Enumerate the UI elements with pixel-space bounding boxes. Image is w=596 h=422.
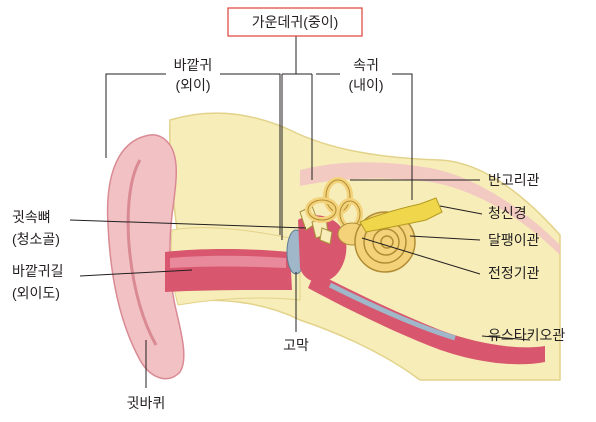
- vestibule-label: 전정기관: [488, 265, 540, 281]
- auricle-label: 귓바퀴: [127, 395, 166, 411]
- outer-ear-label-line1: 바깥귀: [174, 57, 213, 73]
- eardrum-label: 고막: [283, 337, 309, 353]
- semicircular-canals-label: 반고리관: [488, 172, 540, 188]
- eustachian-tube-label: 유스타키오관: [488, 327, 565, 343]
- ear-canal-highlight: [170, 256, 286, 268]
- middle-ear-label: 가운데귀(중이): [252, 14, 339, 30]
- ear-canal-label-line2: (외이도): [12, 285, 60, 301]
- ossicles-label-line2: (청소골): [12, 231, 60, 247]
- outer-ear-label-line2: (외이): [175, 77, 210, 93]
- auditory-nerve-label: 청신경: [488, 205, 527, 221]
- inner-ear-label-line2: (내이): [348, 77, 383, 93]
- inner-ear-label-line1: 속귀: [353, 57, 379, 73]
- middle-ear-bracket: [282, 36, 312, 74]
- ear-canal-label-line1: 바깥귀길: [12, 263, 64, 279]
- ossicles-label-line1: 귓속뼈: [12, 209, 51, 225]
- cochlea-label: 달팽이관: [488, 232, 540, 248]
